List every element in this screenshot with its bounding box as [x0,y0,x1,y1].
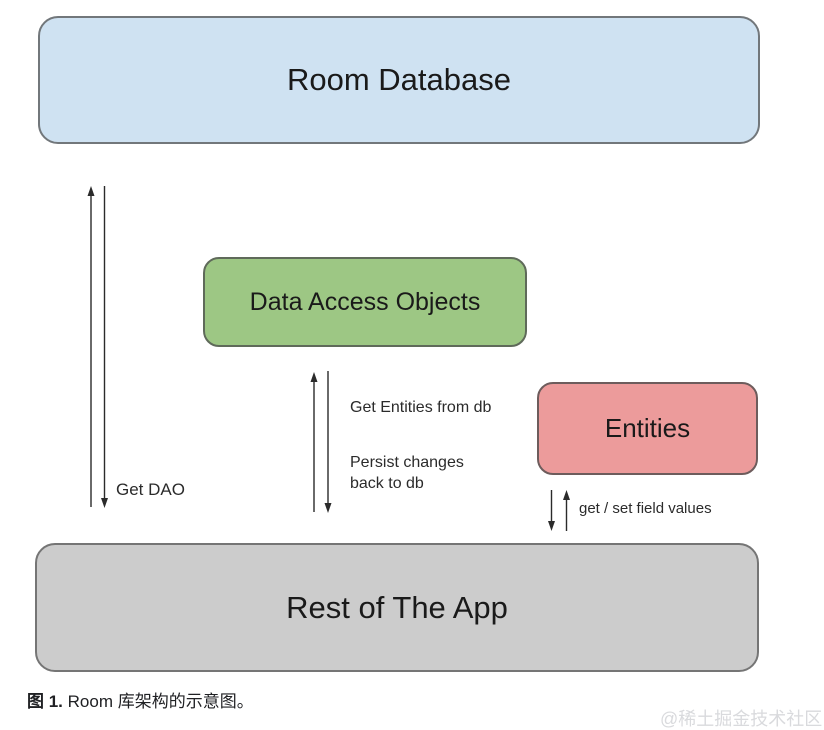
watermark-text: @稀土掘金技术社区 [660,709,823,729]
room-database-box: Room Database [38,16,760,144]
entities-box: Entities [537,382,758,475]
arrow-entities-to-app-icon [548,490,555,531]
arrow-app-to-roomdb-icon [87,186,95,507]
get-entities-from-db-label: Get Entities from db [350,399,492,416]
data-access-objects-box: Data Access Objects [203,257,527,347]
figure-caption-number: 图 1. [27,692,63,711]
get-dao-label: Get DAO [116,480,185,499]
persist-changes-label: Persist changes back to db [350,454,464,492]
figure-caption: 图 1. Room 库架构的示意图。 [27,687,254,712]
data-access-objects-label: Data Access Objects [249,287,481,316]
room-database-label: Room Database [286,62,511,97]
rest-of-the-app-label: Rest of The App [286,589,508,625]
arrow-app-to-entities-icon [563,490,570,531]
arrow-dao-to-app-icon [324,371,332,513]
figure-caption-text: Room 库架构的示意图。 [62,692,254,711]
arrow-app-to-dao-icon [310,372,318,512]
arrow-roomdb-to-app-icon [101,186,108,508]
get-set-field-values-label: get / set field values [579,500,712,517]
entities-label: Entities [604,413,691,443]
rest-of-the-app-box: Rest of The App [35,543,759,672]
